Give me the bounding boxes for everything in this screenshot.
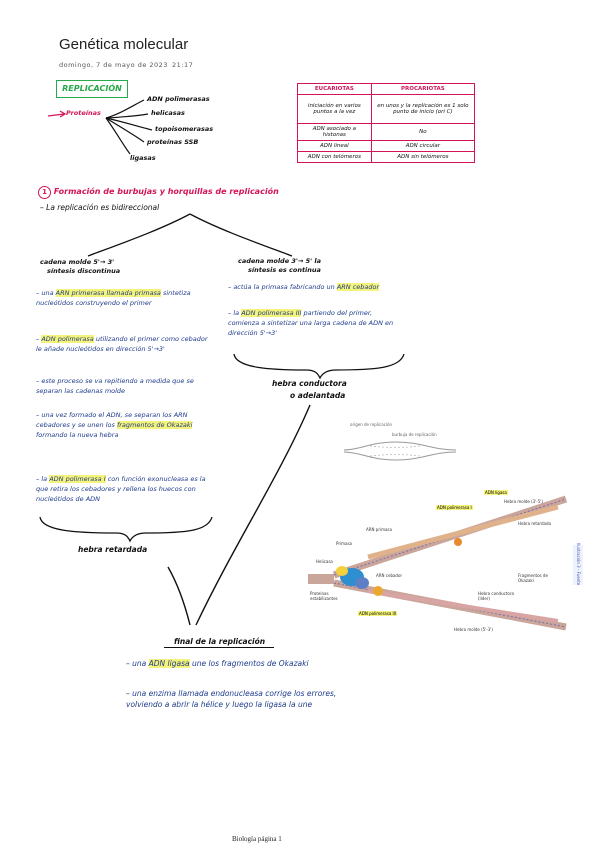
bullet-text: con función exonucleasa es la que retira…	[36, 475, 206, 503]
figure-label: Hebra retardada	[518, 521, 551, 526]
bullet-text: partiendo del primer, comienza a sinteti…	[228, 309, 394, 337]
table-row: ADN asociado a histonas No	[297, 123, 476, 141]
left-result: hebra retardada	[78, 545, 148, 554]
figure-label: Proteínas estabilizantes	[310, 591, 338, 601]
right-bullet: – actúa la primasa fabricando un ARN ceb…	[228, 283, 380, 291]
table-row: ADN lineal ADN circular	[297, 140, 476, 152]
bullet-highlight: ADN polimerasa III	[241, 309, 302, 317]
left-bullet: – la ADN polimerasa I con función exonuc…	[36, 475, 206, 503]
replication-fork-graphic	[308, 487, 586, 640]
bullet-highlight: ADN polimerasa	[41, 335, 94, 343]
protein-item: helicasas	[151, 109, 185, 117]
right-bullet: – la ADN polimerasa III partiendo del pr…	[228, 309, 394, 337]
bullet-highlight: fragmentos de Okazaki	[116, 421, 193, 429]
final-underline	[164, 647, 274, 648]
table-header: PROCARIOTAS	[370, 83, 476, 95]
right-heading-1: cadena molde 3'→ 5' la	[238, 257, 321, 265]
left-heading-1: cadena molde 5'→ 3'	[40, 258, 115, 266]
protein-item: topoisomerasas	[155, 125, 214, 133]
bubble-label: burbuja de replicación	[392, 432, 437, 437]
table-cell: ADN sin telómeros	[370, 151, 476, 163]
table-cell: ADN asociado a histonas	[297, 123, 372, 141]
table-cell: en unos y la replicación es 1 solo punto…	[370, 94, 476, 124]
table-row: ADN con telómeros ADN sin telómeros	[297, 151, 476, 163]
bullet-highlight: ADN ligasa	[148, 659, 190, 668]
table-cell: ADN con telómeros	[297, 151, 372, 163]
figure-label: Hebra conductora (líder)	[478, 591, 514, 601]
figure-caption: Ilustración 3 - Fuente	[576, 543, 581, 586]
section-subtitle-text: La replicación es bidireccional	[46, 203, 160, 212]
bullet-text: la	[41, 475, 50, 483]
left-bullet: – este proceso se va repitiendo a medida…	[36, 377, 194, 395]
bullet-text: sintetiza nucleótidos construyendo el pr…	[36, 289, 191, 307]
converge-lines	[167, 404, 311, 626]
table-header: EUCARIOTAS	[297, 83, 372, 95]
page-date: domingo, 7 de mayo de 2023	[59, 61, 168, 69]
final-bullet: – una ADN ligasa une los fragmentos de O…	[126, 659, 309, 668]
left-heading-2: síntesis discontinua	[47, 267, 121, 275]
bullet-highlight: ARN cebador	[336, 283, 380, 291]
bullet-text: la	[233, 309, 242, 317]
bullet-text: utilizando el primer como cebador le aña…	[36, 335, 208, 353]
table-cell: ADN circular	[370, 140, 476, 152]
table-cell: No	[370, 123, 476, 141]
protein-item: ADN polimerasas	[147, 95, 210, 103]
section-subtitle: – La replicación es bidireccional	[40, 203, 160, 212]
figure-label: Fragmentos de Okazaki	[518, 573, 548, 583]
bullet-highlight: ARN primerasa llamada primasa	[55, 289, 161, 297]
bullet-text: una	[41, 289, 56, 297]
final-heading: final de la replicación	[174, 637, 266, 646]
left-brace	[39, 516, 213, 543]
left-bullet: – una vez formado el ADN, se separan los…	[36, 411, 193, 439]
bullet-text: actúa la primasa fabricando un	[233, 283, 337, 291]
replication-bubble-diagram	[343, 441, 457, 461]
comparison-table: EUCARIOTAS PROCARIOTAS iniciación en var…	[297, 83, 476, 163]
right-result-2: o adelantada	[290, 391, 346, 400]
figure-label: Hebra molde (3'-5')	[504, 499, 543, 504]
split-lines	[87, 213, 293, 257]
page-title: Genética molecular	[59, 36, 189, 53]
page-footer: Biología página 1	[232, 835, 282, 843]
section-heading: 1 Formación de burbujas y horquillas de …	[38, 186, 279, 199]
right-brace	[233, 353, 405, 380]
left-bullet: – una ARN primerasa llamada primasa sint…	[36, 289, 191, 307]
bullet-text: una	[132, 659, 149, 668]
figure-label: ARN primasa	[366, 527, 392, 532]
figure-label: ARN cebador	[376, 573, 403, 578]
figure-label: ADN ligasa	[484, 490, 508, 495]
figure-label: Helicasa	[316, 559, 333, 564]
bullet-text: una enzima llamada endonucleasa corrige …	[126, 689, 337, 709]
figure-label: Primasa	[336, 541, 352, 546]
bullet-highlight: ADN polimerasa I	[49, 475, 106, 483]
bullet-text: una vez formado el ADN, se separan los A…	[36, 411, 188, 429]
bubble-label: origen de replicación	[350, 422, 393, 427]
section-number: 1	[38, 186, 51, 199]
table-row: iniciación en varios puntos a la vez en …	[297, 94, 476, 124]
replication-fork-figure: ADN ligasa ADN polimerasa I ARN primasa …	[308, 487, 586, 640]
protein-item: ligasas	[130, 154, 156, 162]
right-heading-2: síntesis es continua	[248, 266, 321, 274]
proteinas-label: Proteínas	[66, 109, 101, 117]
table-header-row: EUCARIOTAS PROCARIOTAS	[297, 83, 476, 95]
right-result-1: hebra conductora	[272, 379, 347, 388]
left-bullet: – ADN polimerasa utilizando el primer co…	[36, 335, 208, 353]
table-cell: iniciación en varios puntos a la vez	[297, 94, 372, 124]
bullet-text: une los fragmentos de Okazaki	[189, 659, 309, 668]
section-title: Formación de burbujas y horquillas de re…	[53, 187, 279, 196]
bullet-text: este proceso se va repitiendo a medida q…	[36, 377, 194, 395]
protein-item: proteínas SSB	[147, 138, 199, 146]
replicacion-box: REPLICACIÓN	[56, 80, 128, 98]
figure-label: Hebra molde (5'-3')	[454, 627, 493, 632]
page-time: 21:17	[172, 61, 194, 69]
figure-label: ADN polimerasa III	[358, 611, 398, 616]
table-cell: ADN lineal	[297, 140, 372, 152]
final-bullet: – una enzima llamada endonucleasa corrig…	[126, 689, 337, 709]
bullet-text: formando la nueva hebra	[36, 431, 119, 439]
figure-label: ADN polimerasa I	[436, 505, 473, 510]
proteins-branch-lines	[47, 99, 153, 155]
